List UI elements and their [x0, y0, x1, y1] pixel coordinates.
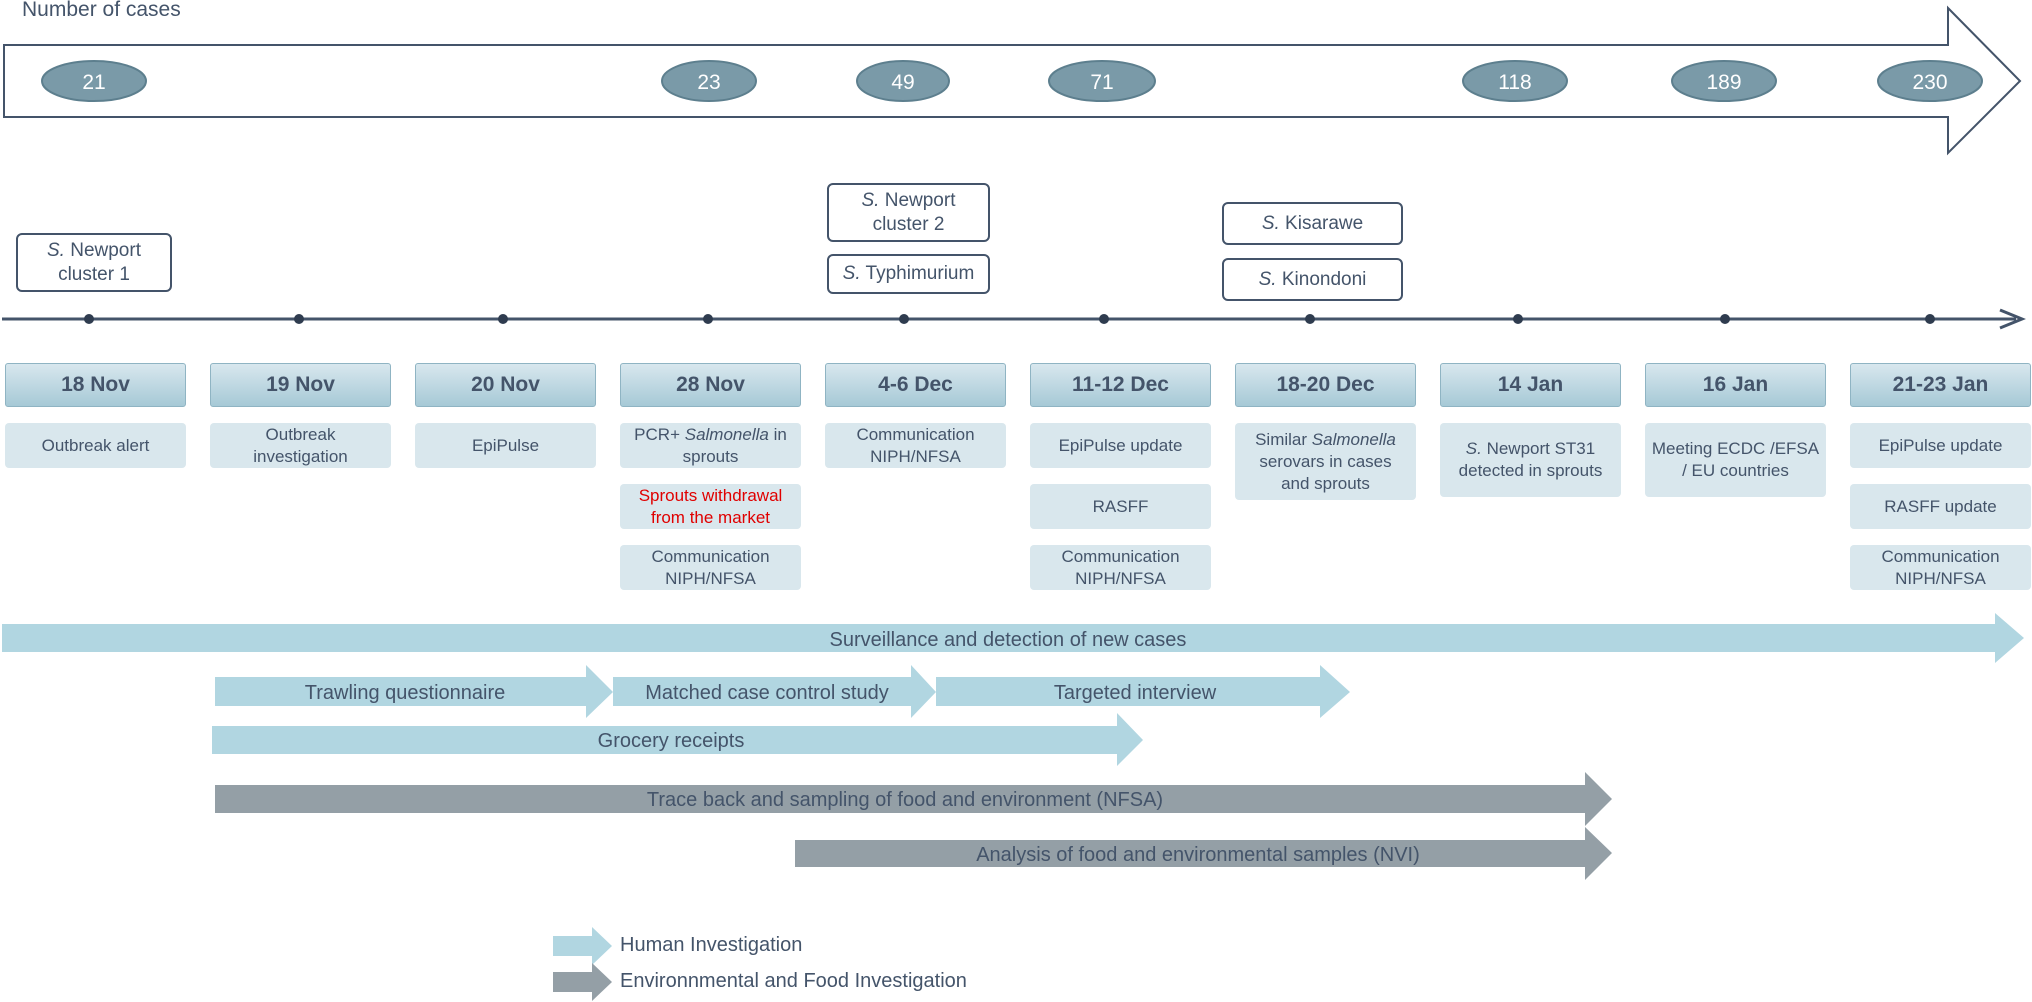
- case-ellipse-6: 189: [1671, 60, 1777, 102]
- case-count-label: 49: [891, 71, 914, 94]
- date-box-21-23-jan: 21-23 Jan: [1850, 363, 2031, 407]
- activity-arrow-targeted-interview: Targeted interview: [936, 665, 1350, 718]
- legend-env-label: Environnmental and Food Investigation: [620, 970, 967, 992]
- activity-arrow-grocery-receipts: Grocery receipts: [212, 713, 1143, 766]
- strain-typhimurium: S. Typhimurium: [827, 254, 990, 294]
- timeline-arrowhead: [1999, 308, 2026, 330]
- case-count-label: 189: [1706, 71, 1741, 94]
- activity-label: Grocery receipts: [598, 730, 745, 752]
- case-ellipse-3: 49: [856, 60, 950, 102]
- event-meeting-ecdc-efsa: Meeting ECDC /EFSA/ EU countries: [1645, 423, 1826, 497]
- date-box-18-20-dec: 18-20 Dec: [1235, 363, 1416, 407]
- activity-label: Matched case control study: [645, 682, 888, 704]
- activity-arrow-matched-case-control: Matched case control study: [613, 665, 936, 718]
- activity-arrow-analysis: Analysis of food and environmental sampl…: [795, 827, 1612, 880]
- connector-dots: [91, 412, 1943, 540]
- date-box-28-nov: 28 Nov: [620, 363, 801, 407]
- case-count-arrow: [3, 5, 2022, 156]
- date-box-11-12-dec: 11-12 Dec: [1030, 363, 1211, 407]
- date-box-14-jan: 14 Jan: [1440, 363, 1621, 407]
- event-epipulse-update-dec: EpiPulse update: [1030, 423, 1211, 468]
- date-box-18-nov: 18 Nov: [5, 363, 186, 407]
- activity-label: Targeted interview: [1054, 682, 1217, 704]
- activity-arrow-trace-back: Trace back and sampling of food and envi…: [215, 772, 1612, 826]
- event-rasff-update: RASFF update: [1850, 484, 2031, 529]
- chart-title: Number of cases: [22, 0, 181, 21]
- activity-label: Analysis of food and environmental sampl…: [976, 844, 1420, 866]
- activity-label: Trace back and sampling of food and envi…: [647, 789, 1163, 811]
- activity-arrow-trawling: Trawling questionnaire: [215, 665, 613, 718]
- legend-human-label: Human Investigation: [620, 934, 803, 956]
- legend-human-arrow: [553, 927, 612, 965]
- case-count-label: 118: [1498, 71, 1531, 94]
- activity-label: Surveillance and detection of new cases: [830, 629, 1187, 651]
- case-ellipse-7: 230: [1877, 60, 1983, 102]
- case-count-label: 23: [697, 71, 720, 94]
- case-count-label: 21: [82, 71, 105, 94]
- date-box-4-6-dec: 4-6 Dec: [825, 363, 1006, 407]
- activity-arrow-surveillance: Surveillance and detection of new cases: [2, 613, 2024, 663]
- case-ellipse-2: 23: [661, 60, 757, 102]
- timeline-dots: [84, 314, 1935, 324]
- legend-env-arrow: [553, 963, 612, 1001]
- event-epipulse-update-jan: EpiPulse update: [1850, 423, 2031, 468]
- date-box-16-jan: 16 Jan: [1645, 363, 1826, 407]
- strain-kinondoni: S. Kinondoni: [1222, 258, 1403, 301]
- date-box-20-nov: 20 Nov: [415, 363, 596, 407]
- activity-label: Trawling questionnaire: [305, 682, 505, 704]
- case-ellipse-4: 71: [1048, 60, 1156, 102]
- strain-kisarawe: S. Kisarawe: [1222, 202, 1403, 245]
- case-ellipse-1: 21: [41, 60, 147, 102]
- case-ellipse-5: 118: [1462, 60, 1568, 102]
- case-count-label: 71: [1090, 71, 1113, 94]
- date-box-19-nov: 19 Nov: [210, 363, 391, 407]
- event-outbreak-alert: Outbreak alert: [5, 423, 186, 468]
- event-rasff: RASFF: [1030, 484, 1211, 529]
- case-count-label: 230: [1912, 71, 1947, 94]
- event-epipulse: EpiPulse: [415, 423, 596, 468]
